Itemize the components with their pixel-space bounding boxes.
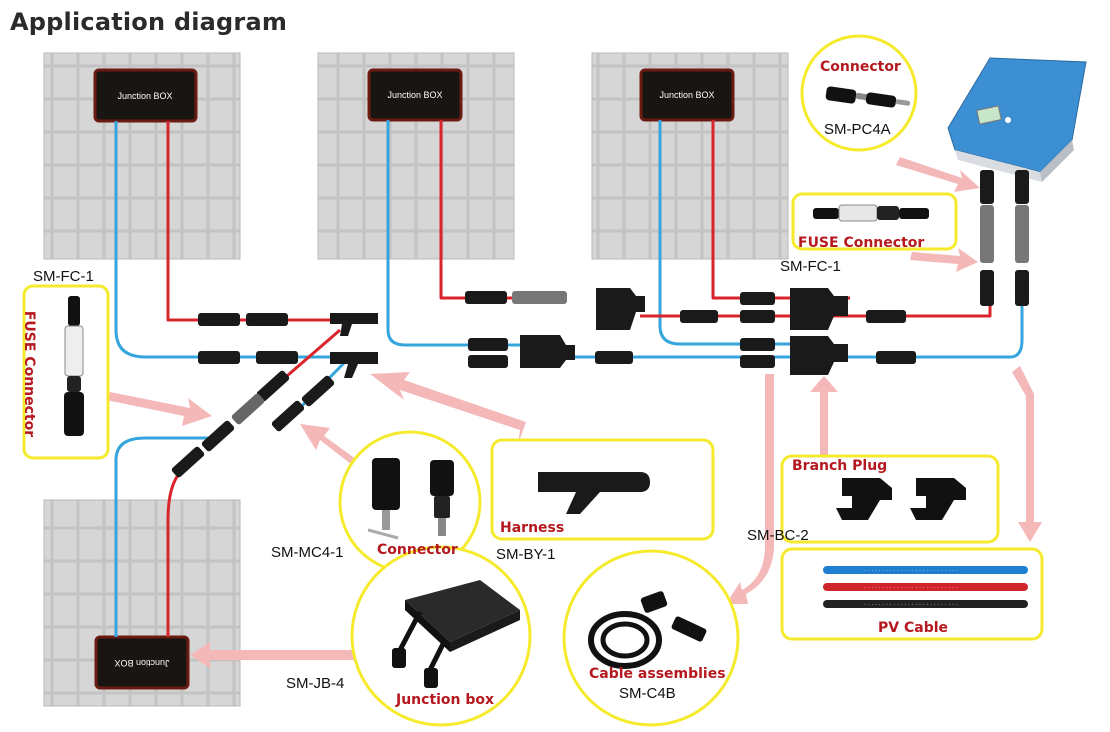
arrow-icon (300, 424, 360, 468)
connector-product-top (825, 86, 910, 108)
fuse-connector-callout-title-left: FUSE Connector (21, 310, 38, 438)
arrow-icon (190, 642, 360, 668)
branch-plug (790, 336, 848, 375)
fuse-connector-callout-title-right: FUSE Connector (798, 235, 925, 251)
fuse-connector (512, 291, 567, 304)
pointer-arrows (106, 157, 1042, 668)
mc4-connector (201, 420, 235, 452)
mc4-connector (876, 351, 916, 364)
junction-box-product (392, 580, 520, 688)
solar-panel-2: Junction BOX (317, 52, 515, 260)
arrow-icon (370, 372, 526, 444)
branch-plug (790, 288, 848, 330)
junction-box-label: Junction BOX (387, 90, 442, 100)
mc4-connector (1015, 170, 1029, 204)
connector-callout-title-bottom: Connector (377, 542, 458, 558)
negative-wire (658, 120, 800, 346)
branch-plug (520, 335, 575, 368)
junction-box-label-inverted: Junction BOX (114, 658, 169, 668)
mc4-connector (980, 170, 994, 204)
inverter (947, 57, 1087, 182)
cable-assemblies-product (588, 591, 707, 669)
svg-text:· · · · · · · · · · · · · · ·: · · · · · · · · · · · · · · · · · · · · … (864, 585, 958, 591)
mc4-connector (740, 292, 775, 305)
arrow-icon (910, 248, 978, 272)
svg-text:· · · · · · · · · · · · · · ·: · · · · · · · · · · · · · · · · · · · · … (864, 602, 958, 608)
sm-pc4a-label: SM-PC4A (824, 121, 891, 138)
fuse-connector (1015, 205, 1029, 263)
mc4-connector (256, 370, 290, 402)
solar-panel-3: Junction BOX (591, 52, 789, 260)
pv-cable-product: · · · · · · · · · · · · · · · · · · · · … (823, 566, 1028, 608)
fuse-connector-product (813, 204, 929, 222)
harness-product (538, 472, 650, 514)
sm-fc-1-label-left: SM-FC-1 (33, 268, 94, 285)
mc4-connector (198, 351, 240, 364)
cable-assemblies-callout (562, 549, 740, 727)
mc4-connector (271, 400, 305, 432)
negative-wire (386, 120, 540, 347)
fuse-connector (980, 205, 994, 263)
mc4-connector (980, 270, 994, 306)
pv-cable-callout-title: PV Cable (878, 620, 949, 636)
fuse-connector (231, 393, 265, 425)
arrow-icon (106, 392, 212, 426)
connector-product-bottom (367, 458, 454, 540)
arrow-icon (810, 376, 838, 460)
sm-fc-1-label-right: SM-FC-1 (780, 258, 841, 275)
mc4-connector (866, 310, 906, 323)
junction-box-label: Junction BOX (117, 91, 172, 101)
negative-wire (114, 121, 350, 359)
positive-wire (166, 121, 350, 322)
negative-wire (114, 436, 210, 637)
mc4-connector (680, 310, 718, 323)
svg-text:· · · · · · · · · · · · · · ·: · · · · · · · · · · · · · · · · · · · · … (864, 568, 958, 574)
solar-panel-1: Junction BOX (43, 52, 241, 260)
sm-bc-2-label: SM-BC-2 (747, 527, 809, 544)
mc4-connector (301, 375, 335, 407)
harness-callout-title: Harness (500, 520, 565, 536)
solar-panel-4: Junction BOX (43, 499, 241, 707)
mc4-connector (198, 313, 240, 326)
sm-mc4-1-label: SM-MC4-1 (271, 544, 344, 561)
sm-c4b-label: SM-C4B (619, 685, 676, 702)
mc4-connector (171, 446, 205, 478)
branch-plug (596, 288, 645, 330)
y-harness (330, 352, 378, 378)
mc4-connector (246, 313, 288, 326)
mc4-connector (740, 338, 775, 351)
connector-callout-title-top: Connector (820, 59, 901, 75)
arrow-icon (896, 157, 980, 192)
mc4-connector (468, 338, 508, 351)
sm-jb-4-label: SM-JB-4 (286, 675, 345, 692)
sm-by-1-label: SM-BY-1 (496, 546, 556, 563)
connector-callout-top (800, 34, 918, 152)
branch-plug-products (836, 478, 966, 520)
fuse-connector-callout-right (791, 192, 958, 251)
mc4-connector (468, 355, 508, 368)
negative-trunk (540, 300, 1024, 359)
y-harness (330, 313, 378, 336)
fuse-connector-product-vertical (64, 296, 84, 436)
mc4-connector (740, 355, 775, 368)
junction-box-label: Junction BOX (659, 90, 714, 100)
mc4-connector (1015, 270, 1029, 306)
page-title: Application diagram (10, 8, 288, 36)
mc4-connector (465, 291, 507, 304)
mc4-connector (256, 351, 298, 364)
arrow-icon (1012, 366, 1042, 542)
mc4-connector (740, 310, 775, 323)
branch-plug-callout-title: Branch Plug (792, 458, 888, 474)
junction-box-callout-title: Junction box (396, 692, 495, 708)
arrow-icon (726, 374, 774, 604)
inline-connectors (171, 170, 1029, 478)
mc4-connector (595, 351, 633, 364)
cable-assemblies-callout-title: Cable assemblies (589, 666, 726, 682)
